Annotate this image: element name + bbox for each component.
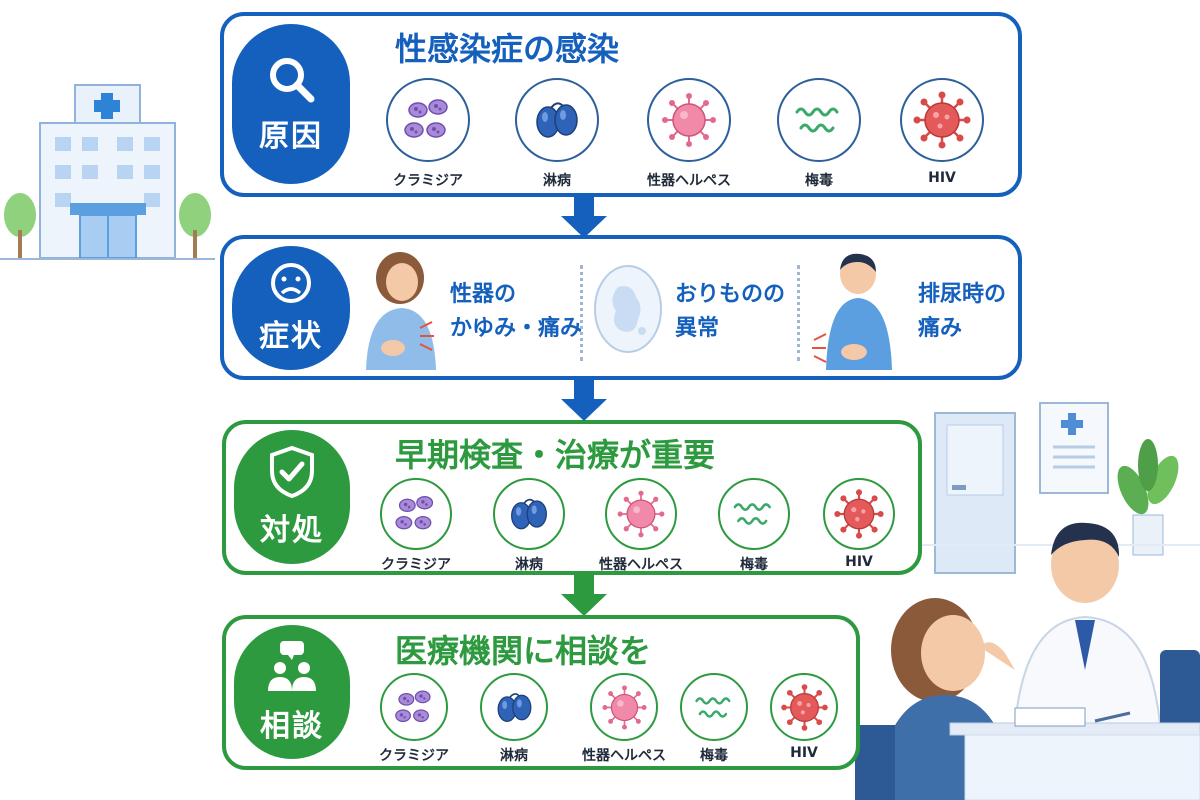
pathogen-item: クラミジア bbox=[349, 673, 479, 765]
symptom-discharge-line1: おりものの bbox=[675, 282, 786, 307]
symptom-badge-label: 症状 bbox=[259, 319, 323, 354]
cause-title: 性感染症の感染 bbox=[395, 30, 620, 68]
pathogen-item: 性器ヘルペス bbox=[576, 478, 706, 574]
symptom-itch: 性器の かゆみ・痛み bbox=[450, 278, 582, 346]
cause-badge: 原因 bbox=[232, 24, 350, 184]
herpes-icon bbox=[647, 78, 731, 162]
action-title: 早期検査・治療が重要 bbox=[395, 436, 716, 474]
symptom-itch-line2: かゆみ・痛み bbox=[450, 316, 583, 342]
syphilis-icon bbox=[777, 78, 861, 162]
consult-badge: 相談 bbox=[234, 625, 350, 759]
hiv-icon bbox=[770, 673, 838, 741]
symptom-urination-line1: 排尿時の bbox=[918, 282, 1007, 307]
pathogen-label: 性器ヘルペス bbox=[647, 173, 731, 189]
symptom-urination-line2: 痛み bbox=[918, 316, 963, 342]
symptom-separator bbox=[797, 265, 800, 361]
sad-face-icon bbox=[271, 263, 311, 303]
pathogen-label: 梅毒 bbox=[805, 173, 833, 189]
cause-badge-label: 原因 bbox=[259, 119, 323, 154]
symptom-discharge: おりものの 異常 bbox=[675, 278, 785, 346]
syphilis-icon bbox=[680, 673, 748, 741]
hiv-icon bbox=[900, 78, 984, 162]
flow-arrow-icon bbox=[561, 574, 607, 616]
discharge-icon bbox=[594, 265, 662, 353]
flow-arrow-icon bbox=[561, 196, 607, 238]
pathogen-item: 性器ヘルペス bbox=[559, 673, 689, 765]
pathogen-item: HIV bbox=[877, 78, 1007, 186]
chlamydia-icon bbox=[386, 78, 470, 162]
cause-panel bbox=[220, 12, 1022, 197]
action-badge: 対処 bbox=[234, 430, 350, 564]
pathogen-item: 性器ヘルペス bbox=[624, 78, 754, 190]
people-chat-icon bbox=[268, 641, 316, 691]
pathogen-item: 梅毒 bbox=[754, 78, 884, 190]
herpes-icon bbox=[590, 673, 658, 741]
symptom-itch-line1: 性器の bbox=[450, 282, 517, 307]
herpes-icon bbox=[605, 478, 677, 550]
pathogen-label: 梅毒 bbox=[700, 748, 728, 764]
consult-title: 医療機関に相談を bbox=[395, 632, 652, 670]
pathogen-item: 梅毒 bbox=[649, 673, 779, 765]
pathogen-label: クラミジア bbox=[379, 748, 449, 764]
pathogen-item: 梅毒 bbox=[689, 478, 819, 574]
pathogen-label: クラミジア bbox=[393, 173, 463, 189]
symptom-separator bbox=[580, 265, 583, 361]
consultation-illustration bbox=[855, 402, 1200, 800]
pathogen-item: HIV bbox=[739, 673, 869, 761]
pathogen-item: クラミジア bbox=[363, 78, 493, 190]
pathogen-label: HIV bbox=[790, 745, 818, 761]
pathogen-label: 性器ヘルペス bbox=[599, 557, 683, 573]
action-badge-label: 対処 bbox=[260, 513, 324, 548]
magnifier-icon bbox=[270, 58, 315, 103]
pathogen-item: HIV bbox=[794, 478, 924, 570]
syphilis-icon bbox=[718, 478, 790, 550]
pathogen-label: 淋病 bbox=[500, 748, 528, 764]
pathogen-item: 淋病 bbox=[449, 673, 579, 765]
chlamydia-icon bbox=[380, 478, 452, 550]
pathogen-item: 淋病 bbox=[492, 78, 622, 190]
gonorrhea-icon bbox=[480, 673, 548, 741]
pathogen-item: クラミジア bbox=[351, 478, 481, 574]
consult-badge-label: 相談 bbox=[260, 709, 324, 744]
gonorrhea-icon bbox=[515, 78, 599, 162]
pathogen-label: 淋病 bbox=[543, 173, 571, 189]
hospital-illustration bbox=[0, 84, 215, 260]
symptom-badge: 症状 bbox=[232, 246, 350, 370]
pathogen-item: 淋病 bbox=[464, 478, 594, 574]
gonorrhea-icon bbox=[493, 478, 565, 550]
pathogen-label: 梅毒 bbox=[740, 557, 768, 573]
symptom-discharge-line2: 異常 bbox=[675, 316, 720, 342]
pathogen-label: 淋病 bbox=[515, 557, 543, 573]
shield-check-icon bbox=[270, 445, 314, 499]
chlamydia-icon bbox=[380, 673, 448, 741]
flow-arrow-icon bbox=[561, 379, 607, 421]
pathogen-label: クラミジア bbox=[381, 557, 451, 573]
pathogen-label: HIV bbox=[845, 554, 873, 570]
pathogen-label: HIV bbox=[928, 170, 956, 186]
pathogen-label: 性器ヘルペス bbox=[582, 748, 666, 764]
hiv-icon bbox=[823, 478, 895, 550]
symptom-urination: 排尿時の 痛み bbox=[918, 278, 1006, 346]
woman-itching-illustration bbox=[366, 252, 436, 370]
man-pain-illustration bbox=[812, 253, 892, 370]
